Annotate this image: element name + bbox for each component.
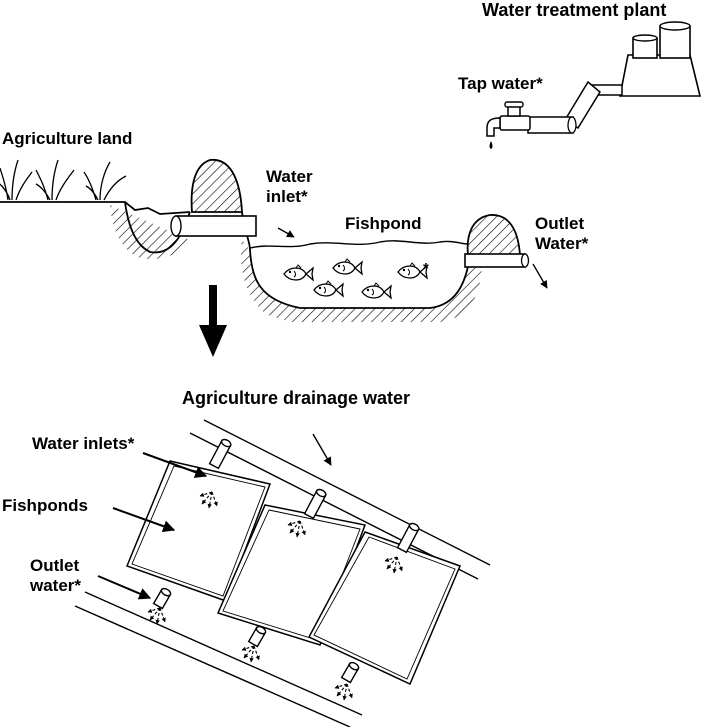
label-water-inlets: Water inlets*	[32, 434, 135, 453]
fishpond-3	[307, 531, 462, 686]
inlet-flow-arrow	[277, 227, 295, 238]
label-water-inlet: Water inlet*	[266, 167, 313, 207]
label-fishponds: Fishponds	[2, 496, 88, 515]
water-tap-icon	[486, 101, 531, 149]
fish-asterisk: *	[423, 260, 429, 277]
fishponds-pointer	[112, 507, 176, 532]
water-inlets-pointer	[142, 452, 208, 478]
label-bottom-outlet-line2: water*	[30, 576, 82, 595]
label-water-inlet-line1: Water	[266, 167, 313, 186]
label-bottom-outlet-line1: Outlet	[30, 556, 80, 575]
big-down-arrow	[199, 285, 227, 357]
label-outlet-water-top: Outlet Water*	[535, 214, 588, 254]
label-agriculture-land: Agriculture land	[2, 129, 133, 148]
label-outlet-water-bottom: Outlet water*	[30, 556, 81, 596]
label-outlet-line1: Outlet	[535, 214, 585, 233]
ground-profile	[0, 159, 521, 322]
pond-inlet-pipes	[208, 438, 420, 554]
pond-outlet-pipes	[152, 587, 360, 684]
label-outlet-line2: Water*	[535, 234, 589, 253]
fishpond-rectangles	[126, 460, 462, 686]
tap-water-pipe	[527, 80, 623, 134]
water-treatment-plant	[619, 21, 702, 97]
inlet-pipe	[170, 215, 257, 237]
outlet-flow-arrow	[532, 263, 548, 289]
fish-group	[283, 258, 428, 299]
drainage-flow-arrow	[312, 433, 332, 466]
label-fishpond: Fishpond	[345, 214, 422, 233]
fishpond-1	[126, 460, 272, 602]
label-water-inlet-line2: inlet*	[266, 187, 308, 206]
agriculture-plants-icon	[0, 159, 127, 201]
label-tap-water: Tap water*	[458, 74, 543, 93]
outlet-water-pointer	[97, 575, 152, 600]
drainage-canal-lower	[74, 591, 363, 727]
label-water-treatment-plant: Water treatment plant	[482, 0, 667, 20]
label-agriculture-drainage-water: Agriculture drainage water	[182, 388, 411, 408]
outlet-pipe	[464, 253, 530, 268]
